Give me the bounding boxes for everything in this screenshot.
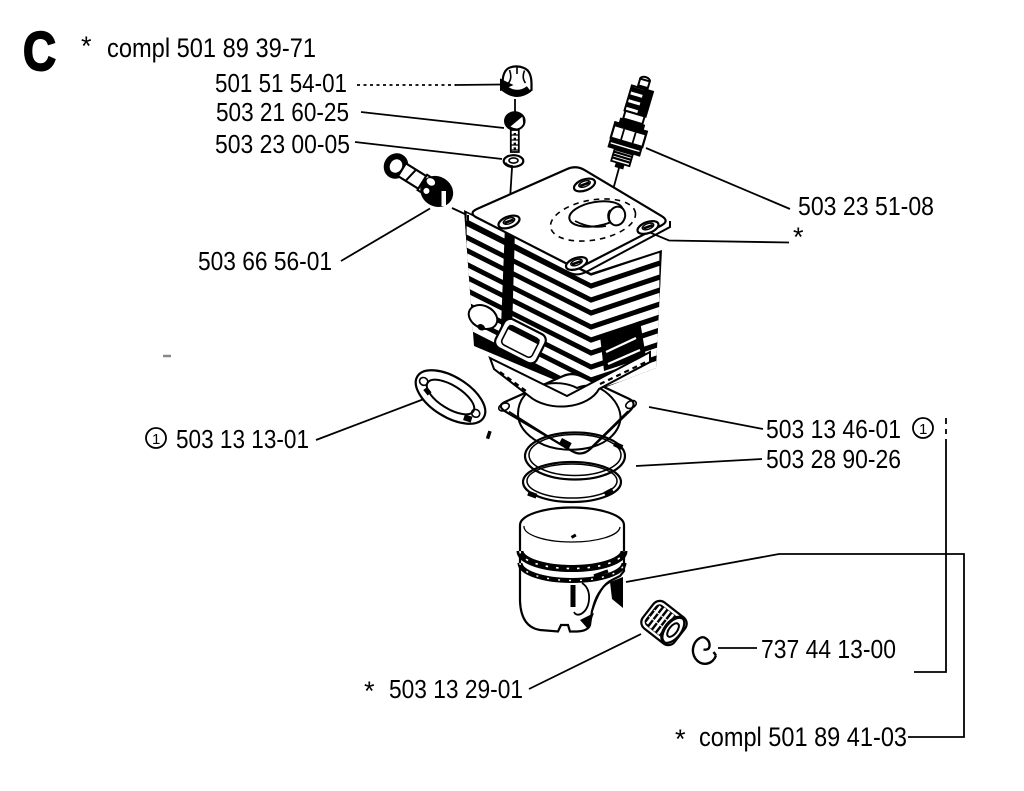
svg-text:*: * <box>675 724 686 754</box>
svg-text:compl 501 89 39-71: compl 501 89 39-71 <box>107 33 316 63</box>
svg-text:503 13 46-01: 503 13 46-01 <box>766 414 901 444</box>
svg-text:503 28 90-26: 503 28 90-26 <box>766 444 901 474</box>
svg-text:C: C <box>23 20 56 82</box>
svg-text:503 13 29-01: 503 13 29-01 <box>389 674 523 704</box>
svg-text:compl 501 89 41-03: compl 501 89 41-03 <box>699 722 907 752</box>
svg-text:*: * <box>81 31 92 61</box>
svg-text:1: 1 <box>152 431 160 448</box>
svg-text:503 23 00-05: 503 23 00-05 <box>215 129 350 159</box>
svg-text:503 13 13-01: 503 13 13-01 <box>176 424 309 454</box>
svg-text:501 51 54-01: 501 51 54-01 <box>215 68 347 98</box>
svg-text:503 66 56-01: 503 66 56-01 <box>198 246 332 276</box>
svg-text:503 23 51-08: 503 23 51-08 <box>798 191 934 221</box>
svg-text:*: * <box>364 676 375 706</box>
svg-text:1: 1 <box>919 421 927 438</box>
svg-text:503 21 60-25: 503 21 60-25 <box>216 97 349 127</box>
svg-text:*: * <box>793 222 804 252</box>
svg-text:737 44 13-00: 737 44 13-00 <box>761 634 896 664</box>
